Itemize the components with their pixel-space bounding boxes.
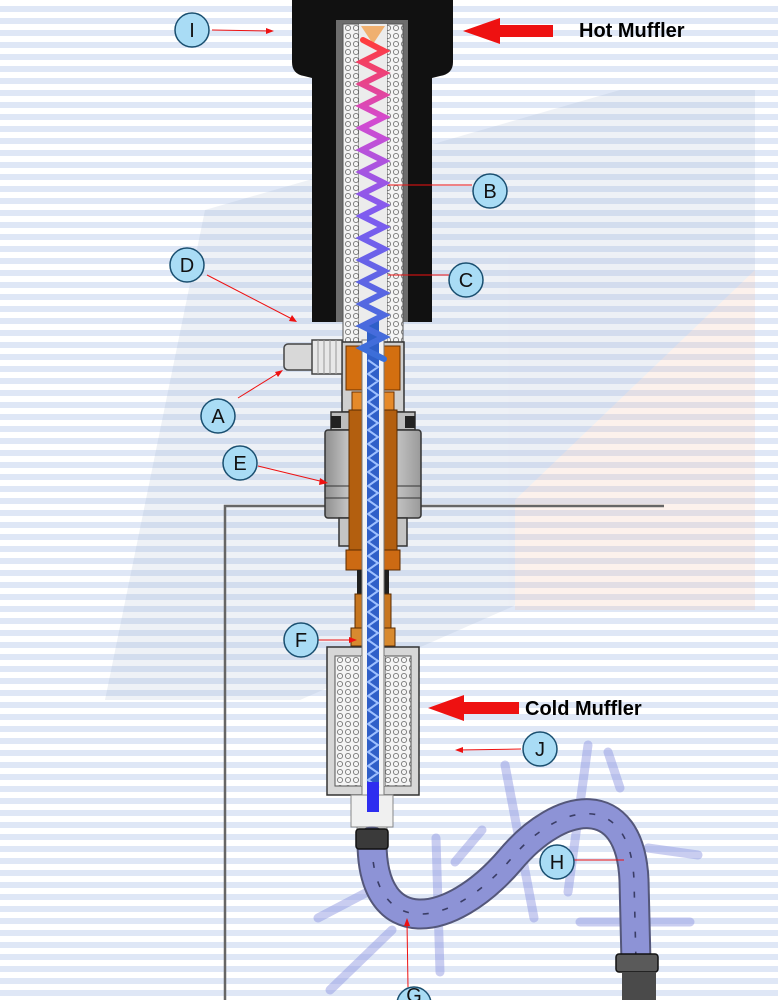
callout-C: C <box>448 262 484 298</box>
callout-D-text: D <box>180 255 194 277</box>
background-watermark <box>105 90 755 700</box>
cold-muffler-label: Cold Muffler <box>525 698 642 720</box>
gas-inlet-port <box>283 339 343 375</box>
leader-lines <box>206 29 624 988</box>
callout-F-text: F <box>295 630 307 652</box>
rod-thread <box>366 359 380 795</box>
exhaust-hose <box>313 740 703 1000</box>
callout-I: I <box>174 12 210 48</box>
callout-A-text: A <box>211 406 225 428</box>
callout-F: F <box>283 622 319 658</box>
callout-H: H <box>539 844 575 880</box>
callout-G-text: G <box>406 985 422 1000</box>
callout-D: D <box>169 247 205 283</box>
callout-H-text: H <box>550 852 564 874</box>
callout-J-text: J <box>535 739 545 761</box>
callout-B: B <box>472 173 508 209</box>
callout-J: J <box>522 731 558 767</box>
callout-E: E <box>222 445 258 481</box>
callout-A: A <box>200 398 236 434</box>
callout-G: G <box>396 985 432 1000</box>
heated-spiral <box>355 37 391 362</box>
callout-I-text: I <box>189 20 195 42</box>
callout-B-text: B <box>483 181 496 203</box>
callout-C-text: C <box>459 270 473 292</box>
enclosure-outline <box>223 504 664 1000</box>
leader-arrowheads <box>266 28 463 926</box>
hot-muffler-arrow <box>463 18 553 44</box>
cold-muffler-arrow <box>428 695 519 721</box>
hot-muffler-label: Hot Muffler <box>579 20 685 42</box>
callout-E-text: E <box>233 453 246 475</box>
